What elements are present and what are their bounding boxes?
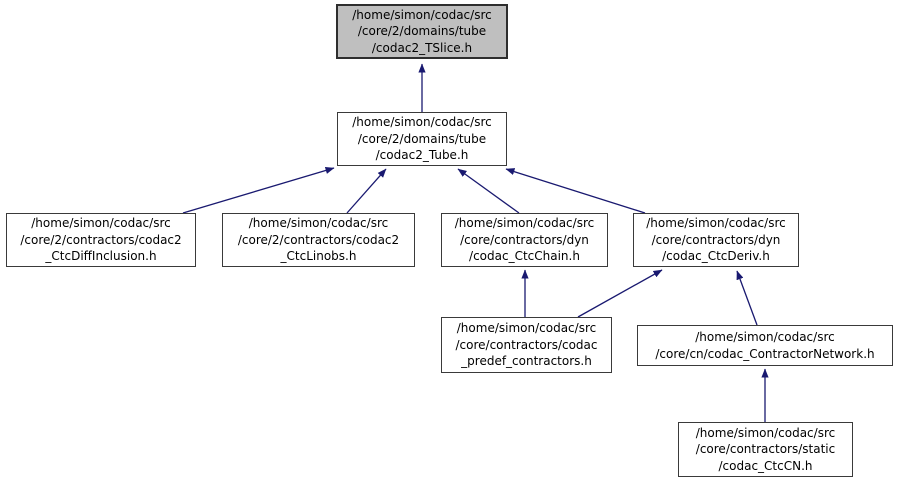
node-codac-contractornetwork[interactable]: /home/simon/codac/src /core/cn/codac_Con… (637, 325, 893, 366)
node-line: /core/2/contractors/codac2 (237, 232, 400, 247)
node-line: _CtcDiffInclusion.h (45, 249, 157, 264)
edge-predefcontractors-to-ctcderiv (577, 269, 663, 318)
node-line: /codac_CtcDeriv.h (662, 249, 770, 264)
node-line: /codac_CtcChain.h (469, 249, 580, 264)
node-line: /core/contractors/dyn (651, 232, 781, 247)
node-line: /codac2_TSlice.h (371, 40, 473, 55)
node-line: /codac_CtcCN.h (718, 458, 813, 473)
edge-ctcchain-to-tube (457, 168, 520, 214)
node-line: /core/2/domains/tube (357, 131, 487, 146)
node-codac-ctcderiv[interactable]: /home/simon/codac/src /core/contractors/… (633, 213, 799, 267)
node-line: /core/contractors/static (695, 442, 836, 457)
node-codac-predef-contractors[interactable]: /home/simon/codac/src /core/contractors/… (441, 317, 612, 373)
node-line: /home/simon/codac/src (31, 216, 171, 231)
node-line: /home/simon/codac/src (352, 115, 492, 130)
edge-ctcdiffinclusion-to-tube (182, 166, 335, 214)
node-line: /home/simon/codac/src (454, 216, 595, 231)
node-line: _CtcLinobs.h (280, 249, 357, 264)
node-line: /core/2/contractors/codac2 (20, 232, 182, 247)
edge-ctclinobs-to-tube (346, 168, 387, 214)
node-codac-ctcchain[interactable]: /home/simon/codac/src /core/contractors/… (441, 213, 608, 267)
node-line: /codac2_Tube.h (375, 148, 469, 163)
node-line: /home/simon/codac/src (695, 330, 835, 344)
node-codac2-tslice[interactable]: /home/simon/codac/src /core/2/domains/tu… (336, 4, 508, 59)
node-codac2-tube[interactable]: /home/simon/codac/src /core/2/domains/tu… (337, 112, 507, 166)
node-codac2-ctcdiffinclusion[interactable]: /home/simon/codac/src /core/2/contractor… (6, 213, 196, 267)
edge-contractornetwork-to-ctcderiv (736, 270, 758, 326)
node-line: /core/contractors/codac (455, 337, 598, 352)
node-line: /home/simon/codac/src (352, 7, 492, 22)
node-codac2-ctclinobs[interactable]: /home/simon/codac/src /core/2/contractor… (222, 213, 415, 267)
node-codac-ctccn[interactable]: /home/simon/codac/src /core/contractors/… (678, 422, 853, 477)
node-line: /home/simon/codac/src (248, 216, 389, 231)
edge-ctcderiv-to-tube (505, 168, 646, 214)
node-line: _predef_contractors.h (461, 354, 592, 369)
node-line: /core/contractors/dyn (460, 232, 589, 247)
node-line: /core/2/domains/tube (357, 24, 487, 39)
node-line: /home/simon/codac/src (646, 216, 786, 231)
node-line: /home/simon/codac/src (695, 425, 836, 440)
node-line: /core/cn/codac_ContractorNetwork.h (655, 346, 875, 361)
node-line: /home/simon/codac/src (456, 321, 597, 336)
